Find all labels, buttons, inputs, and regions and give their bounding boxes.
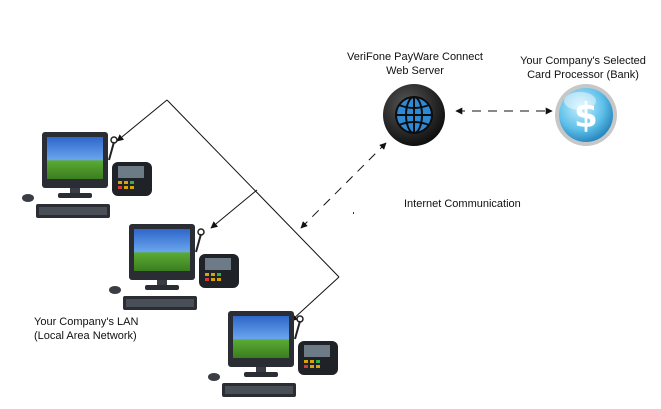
dollar-icon: $ <box>555 84 617 146</box>
lan-line-to-workstation-1 <box>116 99 168 142</box>
server-label-line-1: VeriFone PayWare Connect <box>347 51 483 63</box>
internet-connections <box>300 107 553 229</box>
lan-line-to-workstation-2 <box>210 189 258 229</box>
processor-label-line-1: Your Company's Selected <box>520 55 646 67</box>
globe-icon <box>383 84 445 146</box>
server-label: VeriFone PayWare Connect Web Server <box>342 50 488 78</box>
lan-label-line-2: (Local Area Network) <box>34 330 137 342</box>
lan-connections <box>116 99 340 322</box>
workstation-2 <box>108 223 240 311</box>
server-label-line-2: Web Server <box>386 65 444 77</box>
internet-line-lan-server <box>300 142 387 229</box>
computer-pos-terminal-icon <box>108 223 240 311</box>
processor-label: Your Company's Selected Card Processor (… <box>513 54 653 82</box>
lan-line-to-workstation-3 <box>290 276 340 322</box>
lan-line-backbone <box>166 99 340 278</box>
computer-pos-terminal-icon <box>21 131 153 219</box>
internet-label: Internet Communication <box>404 198 521 210</box>
svg-text:$: $ <box>574 96 598 136</box>
workstation-1 <box>21 131 153 219</box>
workstation-3 <box>207 310 339 398</box>
computer-pos-terminal-icon <box>207 310 339 398</box>
lan-label: Your Company's LAN (Local Area Network) <box>34 315 138 343</box>
lan-label-line-1: Your Company's LAN <box>34 316 139 328</box>
processor-label-line-2: Card Processor (Bank) <box>527 69 639 81</box>
